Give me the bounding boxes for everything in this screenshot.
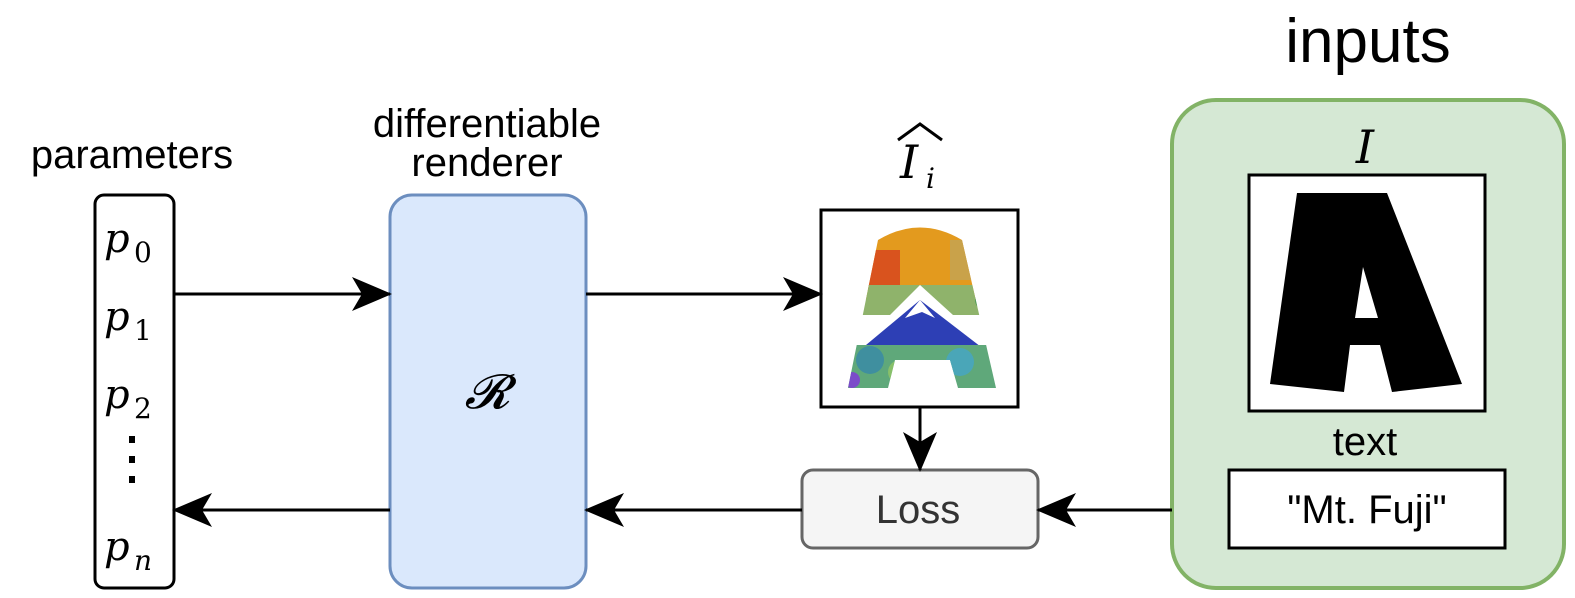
input-image-symbol: I xyxy=(1355,120,1375,174)
output-subscript: i xyxy=(926,162,935,195)
param-base: p xyxy=(104,294,130,340)
input-glyph-A xyxy=(1270,193,1462,392)
text-label: text xyxy=(1333,420,1397,464)
hat-accent xyxy=(897,122,943,142)
inputs-title: inputs xyxy=(1285,7,1450,76)
output-image-symbol: I i xyxy=(897,122,943,195)
renderer-label-line1: differentiable xyxy=(373,102,601,146)
param-base: p xyxy=(104,372,130,418)
text-value-box xyxy=(1227,468,1507,550)
parameter-p1: p 1 xyxy=(104,294,152,347)
param-sub: 1 xyxy=(134,314,152,347)
text-value: "Mt. Fuji" xyxy=(1287,488,1447,532)
renderer-symbol: 𝓡 xyxy=(465,364,518,420)
output-symbol: I xyxy=(899,135,919,189)
parameter-p0: p 0 xyxy=(104,216,152,269)
renderer-box xyxy=(388,193,588,590)
param-sub: 0 xyxy=(134,236,152,269)
param-base: p xyxy=(104,524,130,570)
param-sub: n xyxy=(134,544,152,577)
param-sub: 2 xyxy=(134,392,152,425)
renderer-label-line2: renderer xyxy=(411,141,562,185)
vertical-ellipsis xyxy=(129,436,135,483)
param-base: p xyxy=(104,216,130,262)
loss-label: Loss xyxy=(876,488,961,532)
parameter-pn: p n xyxy=(104,524,152,577)
parameters-box xyxy=(93,193,176,590)
parameters-label: parameters xyxy=(31,133,233,177)
parameter-p2: p 2 xyxy=(104,372,152,425)
